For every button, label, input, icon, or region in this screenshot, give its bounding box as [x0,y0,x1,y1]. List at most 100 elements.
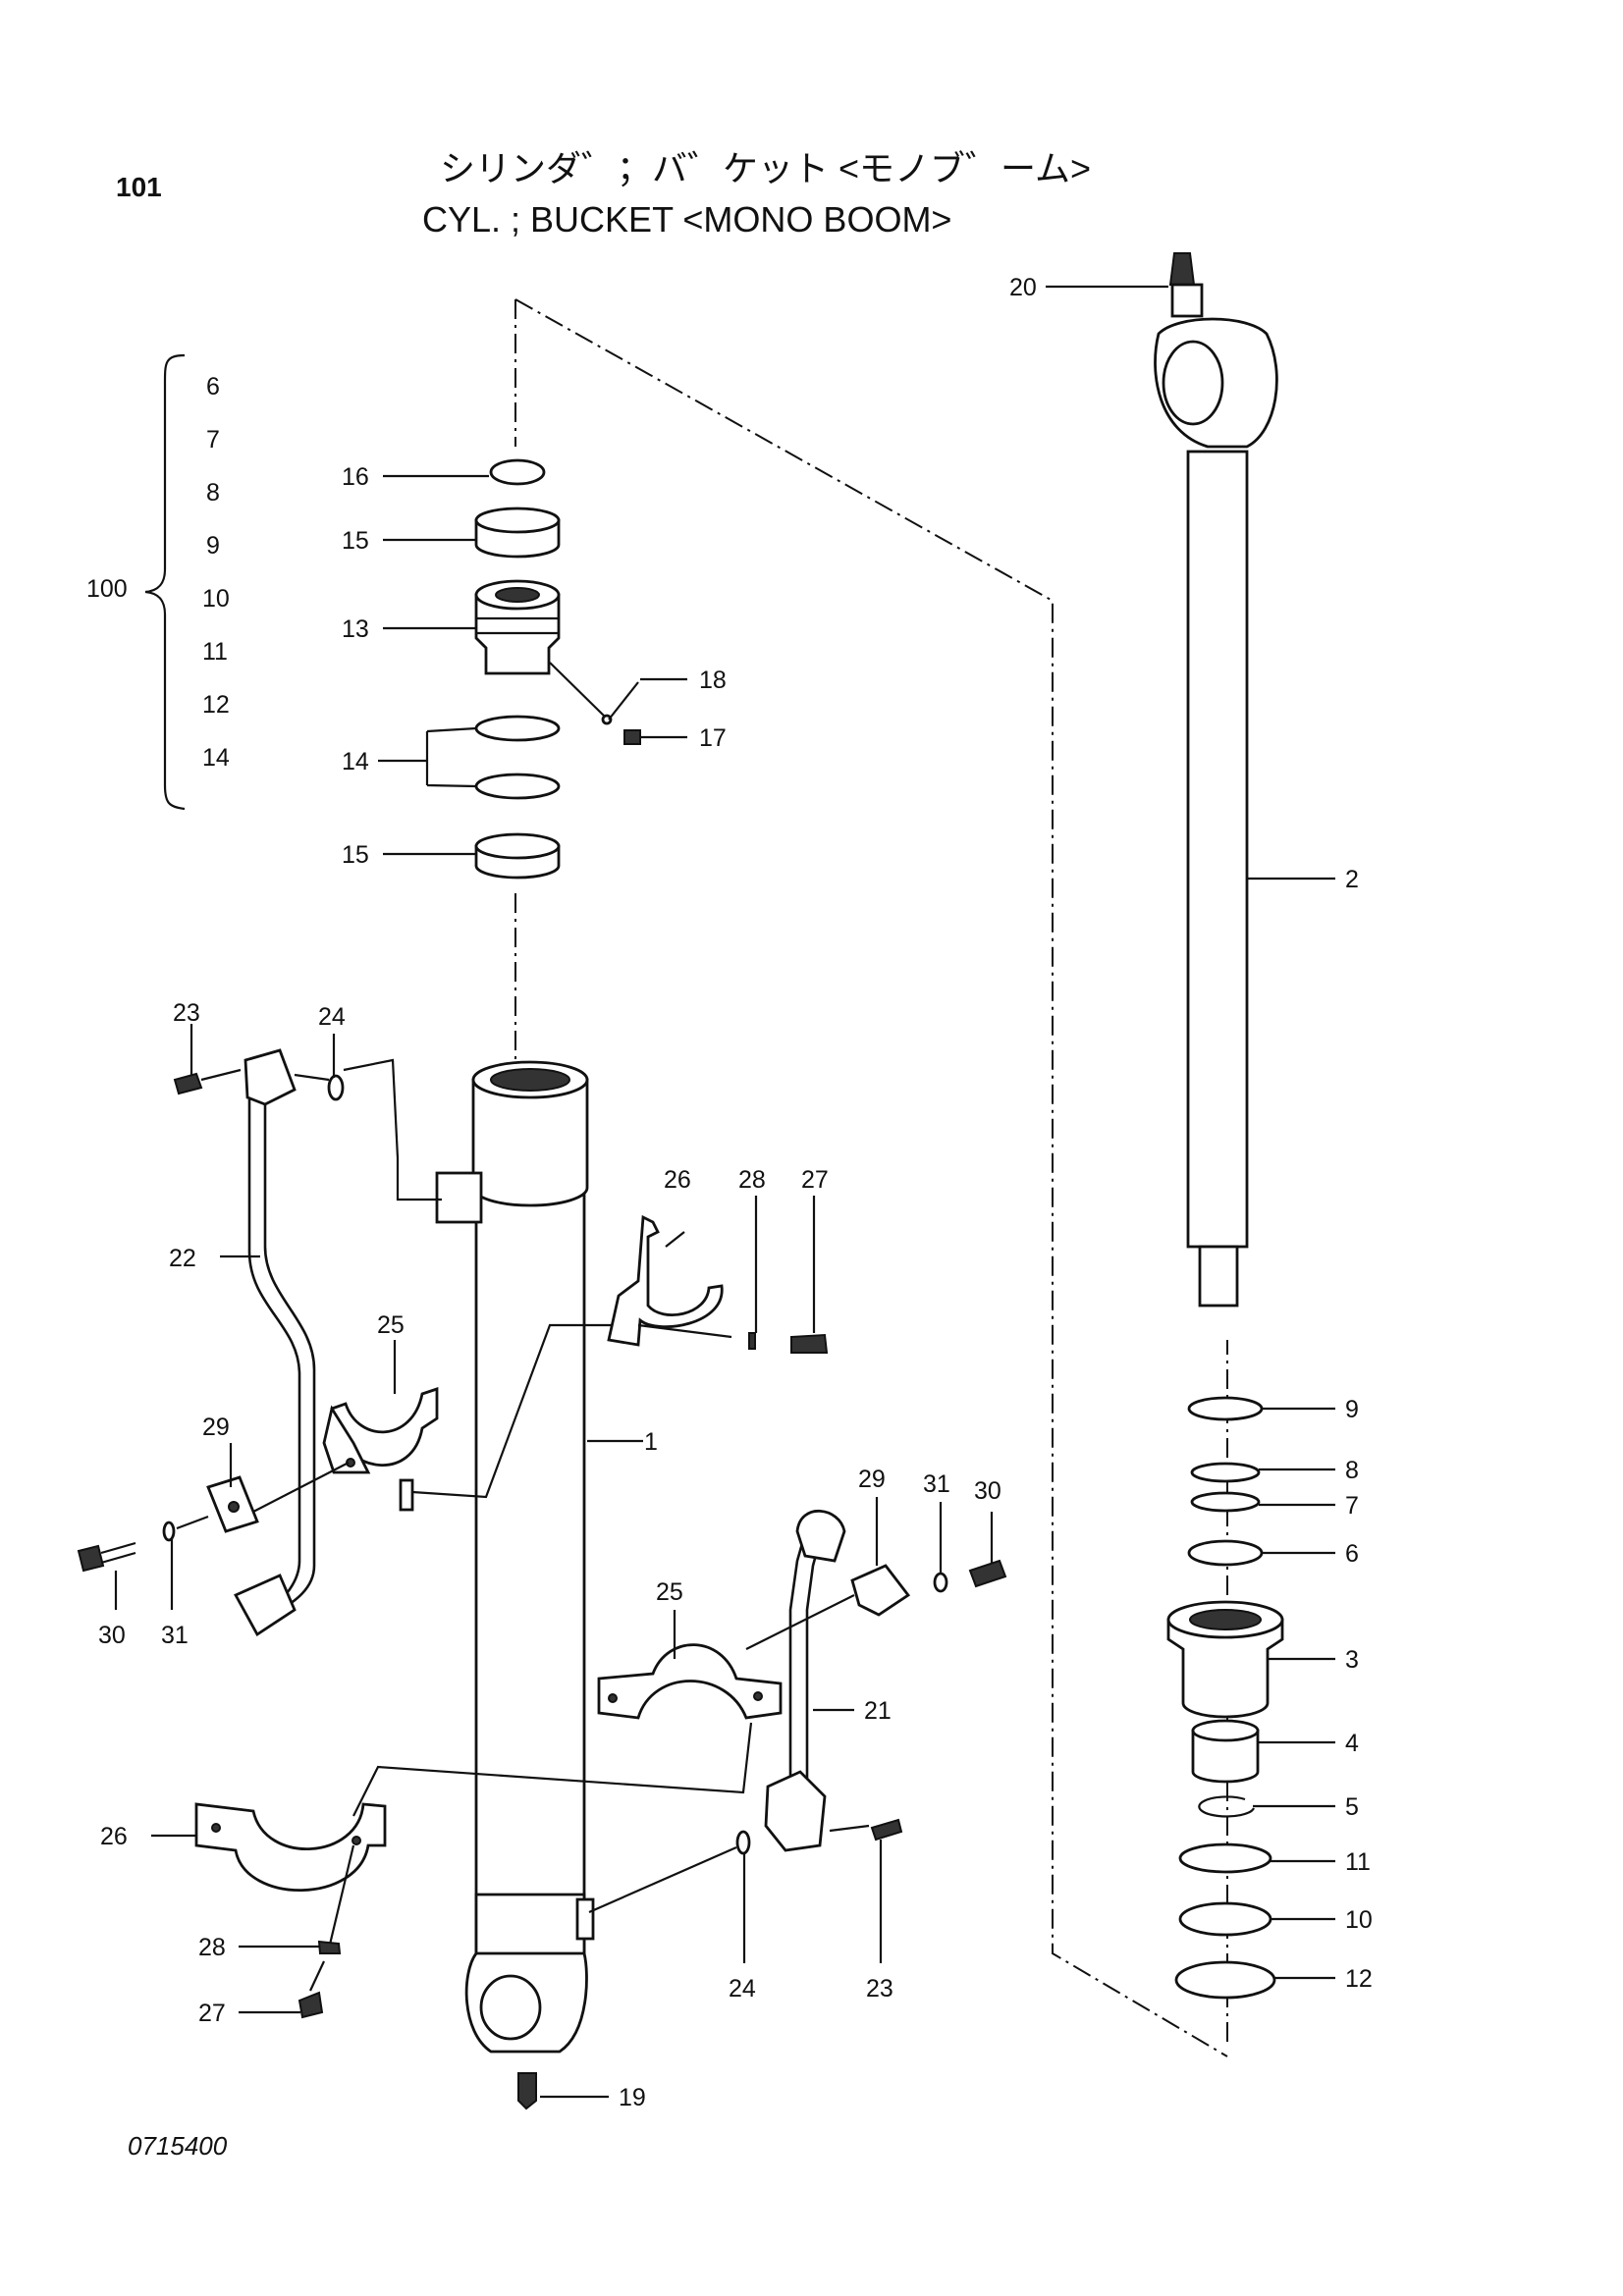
part-22-pipe-outer [247,1099,301,1612]
part-24-oring [327,1074,345,1101]
part-21-elbow-top [795,1509,846,1563]
tube-bore [490,1068,570,1092]
callout-1: 1 [644,1428,658,1456]
part-4-bushing [1191,1729,1260,1784]
title-english: CYL. ; BUCKET <MONO BOOM> [422,199,951,240]
part-3-piston [1166,1618,1284,1719]
callout-30: 30 [974,1477,1001,1505]
callout-26: 26 [664,1166,691,1194]
rod-eye-boss [1170,283,1204,318]
part-29-hole [228,1501,240,1513]
part-25-clamp-right [597,1643,783,1720]
bracket-item: 11 [202,638,228,666]
part-20-grease-nipple [1168,252,1196,286]
leader-lines [114,285,1335,2099]
part-22-flange-top [243,1048,297,1106]
part-23-bolt [173,1072,203,1095]
assembly-line-30 [176,1515,209,1530]
part-25-hole-right [753,1691,763,1701]
bracket-item: 6 [206,373,220,400]
part-19-fitting [517,2072,537,2110]
callout-9: 9 [1345,1396,1359,1423]
callout-25: 25 [656,1578,683,1606]
assembly-line-24 [294,1058,442,1201]
rod-thread-end [1198,1245,1239,1308]
part-7-ring [1190,1491,1261,1513]
part-24-oring-right [735,1830,751,1855]
part-30-bolt-left-shank [100,1541,136,1565]
part-31-washer-left [162,1521,176,1542]
part-15-ring-lower-top [474,832,561,860]
callout-15: 15 [342,841,369,869]
part-6-ring [1187,1539,1264,1567]
callout-15: 15 [342,527,369,555]
tube-port-base [575,1897,595,1941]
tube-port-flange [435,1171,483,1224]
callout-31: 31 [161,1622,189,1649]
callout-13: 13 [342,615,369,643]
callout-26: 26 [100,1823,128,1850]
part-3-piston-bore [1189,1609,1262,1630]
callout-30: 30 [98,1622,126,1649]
part-22-pipe-inner [263,1097,316,1614]
callout-10: 10 [1345,1906,1373,1934]
bracket-item: 7 [206,426,220,454]
cylinder-tube-1 [435,1060,595,2110]
callout-24: 24 [729,1975,756,2002]
part-11-ring [1178,1842,1272,1874]
callout-24: 24 [318,1003,346,1031]
callout-12: 12 [1345,1965,1373,1993]
assembly-line-26-lower [327,1722,753,1949]
bracket-group-100: 100 6 7 8 9 10 11 12 14 [86,353,230,811]
title-japanese: シリンダ゛；バ゛ケット <モノブ゛ーム> [440,148,1091,188]
part-21-pipe-b [805,1528,825,1787]
assembly-centerline [514,298,1228,2057]
assembly-line-26 [637,1323,732,1339]
head-parts-stack [474,458,641,880]
part-22-elbow-bottom [234,1574,297,1637]
part-30-bolt-right [968,1559,1007,1588]
callout-21: 21 [864,1697,892,1725]
callout-14: 14 [342,748,369,775]
clamp-26-upper [607,1214,829,1354]
part-8-ring [1190,1462,1261,1483]
bracket-item: 9 [206,532,220,560]
part-17-plug [623,729,641,745]
rod-shaft [1186,450,1249,1249]
part-26-clamp-top [607,1214,724,1347]
callout-31: 31 [923,1470,950,1498]
clamp-25-left [77,1323,619,1573]
curly-brace [144,353,186,811]
part-15-ring-top [474,507,561,534]
callout-8: 8 [1345,1457,1359,1484]
tube-body [474,1078,586,1975]
callout-5: 5 [1345,1793,1359,1821]
callout-4: 4 [1345,1730,1359,1757]
drawing-code: 0715400 [128,2131,228,2161]
part-16-ring [489,458,546,486]
bracket-label: 100 [86,575,128,603]
callout-27: 27 [198,2000,226,2027]
bracket-item: 12 [202,691,230,719]
callout-27: 27 [801,1166,829,1194]
part-23-bolt-line [200,1068,242,1082]
callout-18: 18 [699,667,727,694]
part-27-bolt-top [790,1333,829,1354]
part-25-clamp-tab [322,1405,371,1474]
callout-11: 11 [1345,1848,1371,1876]
part-26-hole [211,1823,221,1833]
part-27-bolt-lower-shank [309,1960,325,1992]
part-10-ring [1178,1901,1272,1937]
pipe-22-group [173,1048,442,1637]
part-29-mount-right [850,1564,911,1617]
callout-20: 20 [1009,274,1037,301]
part-26-hole [352,1836,361,1845]
part-14-ring-a [474,715,561,742]
pipe-21-group [588,1509,1007,1914]
part-5-snap-ring [1198,1795,1256,1818]
leader-18 [549,662,605,717]
callout-2: 2 [1345,866,1359,893]
rod-eye-bore [1162,340,1224,426]
part-25-hole-right [608,1693,618,1703]
